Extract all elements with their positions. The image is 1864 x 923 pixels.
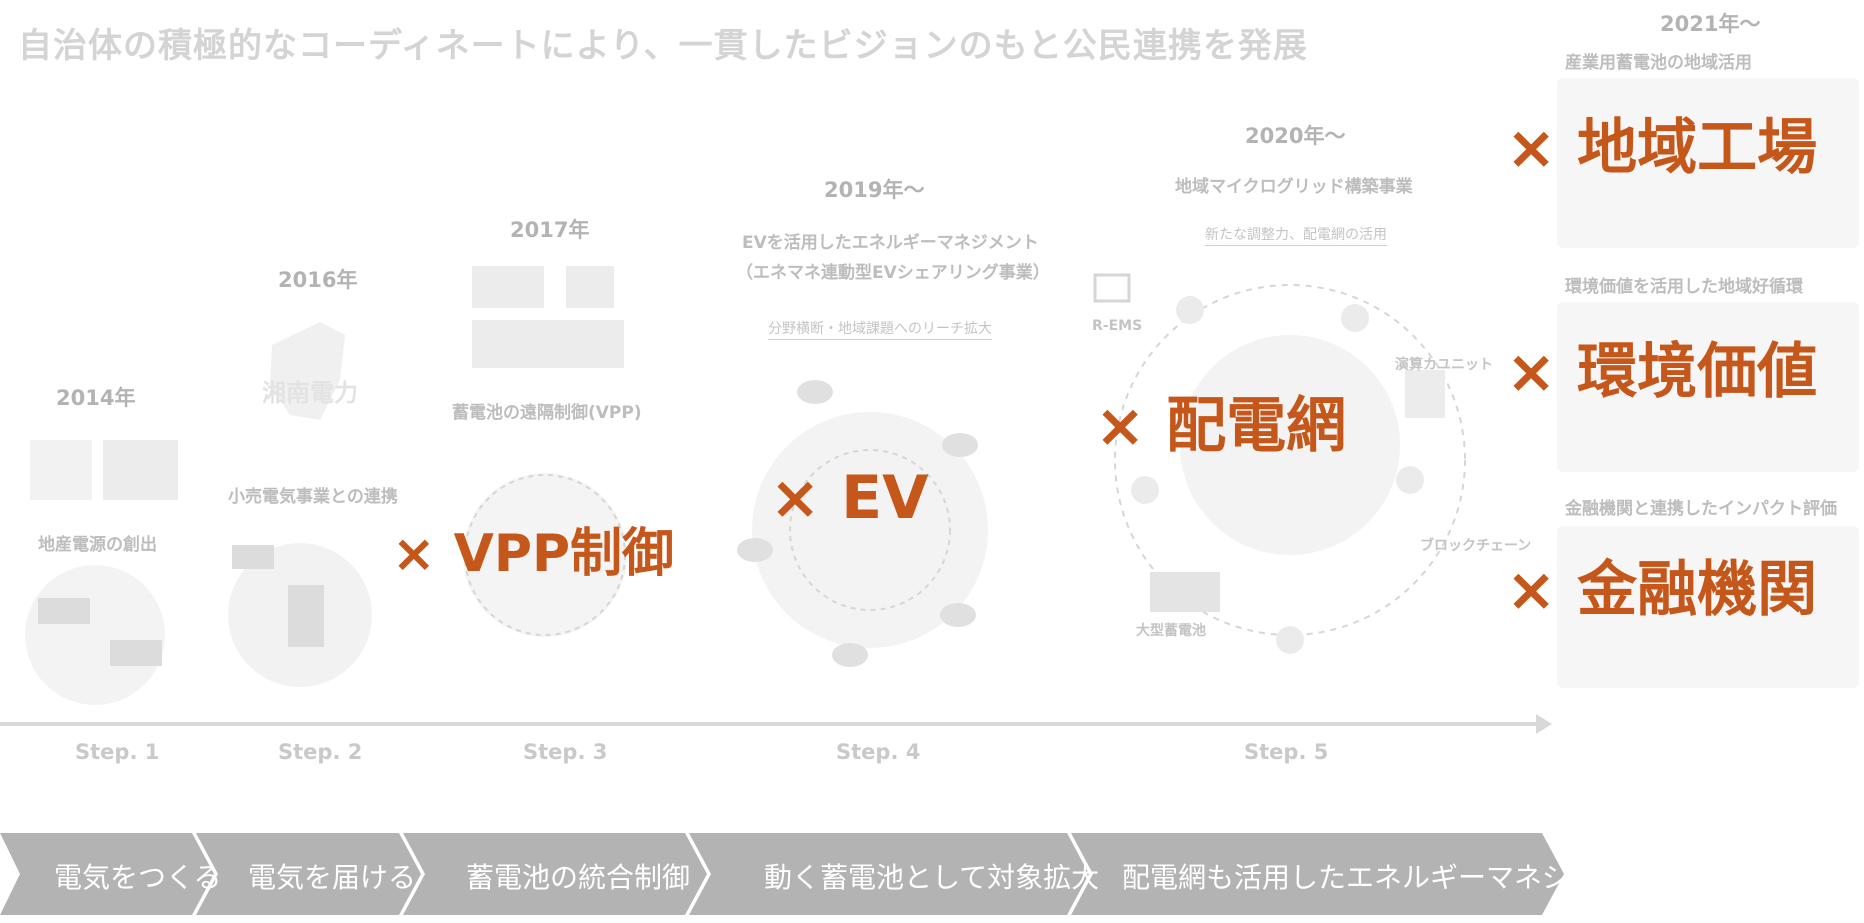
right-item3-card xyxy=(1557,526,1859,688)
chevron-4-label: 動く蓄電池として対象拡大 xyxy=(764,861,1100,894)
step1-circle xyxy=(25,565,165,705)
right-year: 2021年～ xyxy=(1660,12,1761,36)
step3-caption: 蓄電池の遠隔制御(VPP) xyxy=(452,403,642,423)
logo-image xyxy=(30,440,92,500)
right-item3-label: 金融機関と連携したインパクト評価 xyxy=(1565,499,1837,519)
timeline-arrowhead xyxy=(1536,714,1552,734)
overlay-finance: × 金融機関 xyxy=(1506,555,1818,625)
step5-subcaption: 新たな調整力、配電網の活用 xyxy=(1205,224,1387,246)
step5-label: Step. 5 xyxy=(1244,740,1329,764)
large-battery-label: 大型蓄電池 xyxy=(1136,623,1206,639)
overlay-env-value: × 環境価値 xyxy=(1506,337,1818,407)
page-title: 自治体の積極的なコーディネートにより、一貫したビジョンのもと公民連携を発展 xyxy=(18,26,1308,66)
step3-year: 2017年 xyxy=(510,218,590,242)
battery-icon xyxy=(288,585,324,647)
step4-caption-line2: （エネマネ連動型EVシェアリング事業） xyxy=(736,263,1050,283)
rems-label: R-EMS xyxy=(1092,318,1143,334)
solar-panel-icon xyxy=(38,598,162,666)
node-icon xyxy=(1131,296,1424,654)
battery-container-icon xyxy=(1150,572,1220,612)
photo-placeholder xyxy=(103,440,178,500)
step1-caption: 地産電源の創出 xyxy=(38,535,157,555)
chart-image xyxy=(472,320,624,368)
compute-unit-label: 演算カユニット xyxy=(1395,357,1493,373)
overlay-factory: × 地域工場 xyxy=(1506,113,1818,183)
step5-caption: 地域マイクログリッド構築事業 xyxy=(1175,177,1413,197)
solar-panel-icon xyxy=(232,545,274,569)
step4-label: Step. 4 xyxy=(836,740,921,764)
overlay-grid: × 配電網 xyxy=(1095,391,1347,461)
car-icon xyxy=(737,380,978,667)
step1-year: 2014年 xyxy=(56,386,136,410)
right-item1-card xyxy=(1557,78,1859,248)
step4-subcaption: 分野横断・地域課題へのリーチ拡大 xyxy=(768,318,992,340)
step5-outer-ring xyxy=(1114,284,1466,636)
map-shape xyxy=(270,322,345,420)
chevron-5-label: 配電網も活用したエネルギーマネジメント xyxy=(1122,861,1655,894)
photo-placeholder xyxy=(566,266,614,308)
step2-year: 2016年 xyxy=(278,268,358,292)
step3-dashed-ring xyxy=(464,474,626,636)
step3-circle xyxy=(463,473,627,637)
overlay-vpp: × VPP制御 xyxy=(392,524,675,584)
chevron-1-label: 電気をつくる xyxy=(54,861,222,894)
step5-inner-circle xyxy=(1180,335,1400,555)
step1-label: Step. 1 xyxy=(75,740,160,764)
chevron-band xyxy=(0,833,1564,915)
step2-label: Step. 2 xyxy=(278,740,363,764)
step4-dashed-ring xyxy=(789,449,951,611)
step4-outer-circle xyxy=(752,412,988,648)
monitor-icon xyxy=(1093,273,1131,303)
blockchain-label: ブロックチェーン xyxy=(1420,538,1532,554)
right-item2-card xyxy=(1557,302,1859,472)
right-item2-label: 環境価値を活用した地域好循環 xyxy=(1565,277,1803,297)
step4-year: 2019年～ xyxy=(824,178,925,202)
chevron-3-label: 蓄電池の統合制御 xyxy=(466,861,691,894)
step2-caption: 小売電気事業との連携 xyxy=(228,487,398,507)
step3-label: Step. 3 xyxy=(523,740,608,764)
server-icon xyxy=(1405,370,1445,418)
right-item1-label: 産業用蓄電池の地域活用 xyxy=(1565,53,1752,73)
photo-placeholder xyxy=(472,266,544,308)
overlay-ev: × EV xyxy=(770,463,929,533)
chevron-2-label: 電気を届ける xyxy=(248,861,417,894)
step5-year: 2020年～ xyxy=(1245,124,1346,148)
logo-text: 湘南電力 xyxy=(262,379,358,407)
step4-caption-line1: EVを活用したエネルギーマネジメント xyxy=(742,233,1039,253)
